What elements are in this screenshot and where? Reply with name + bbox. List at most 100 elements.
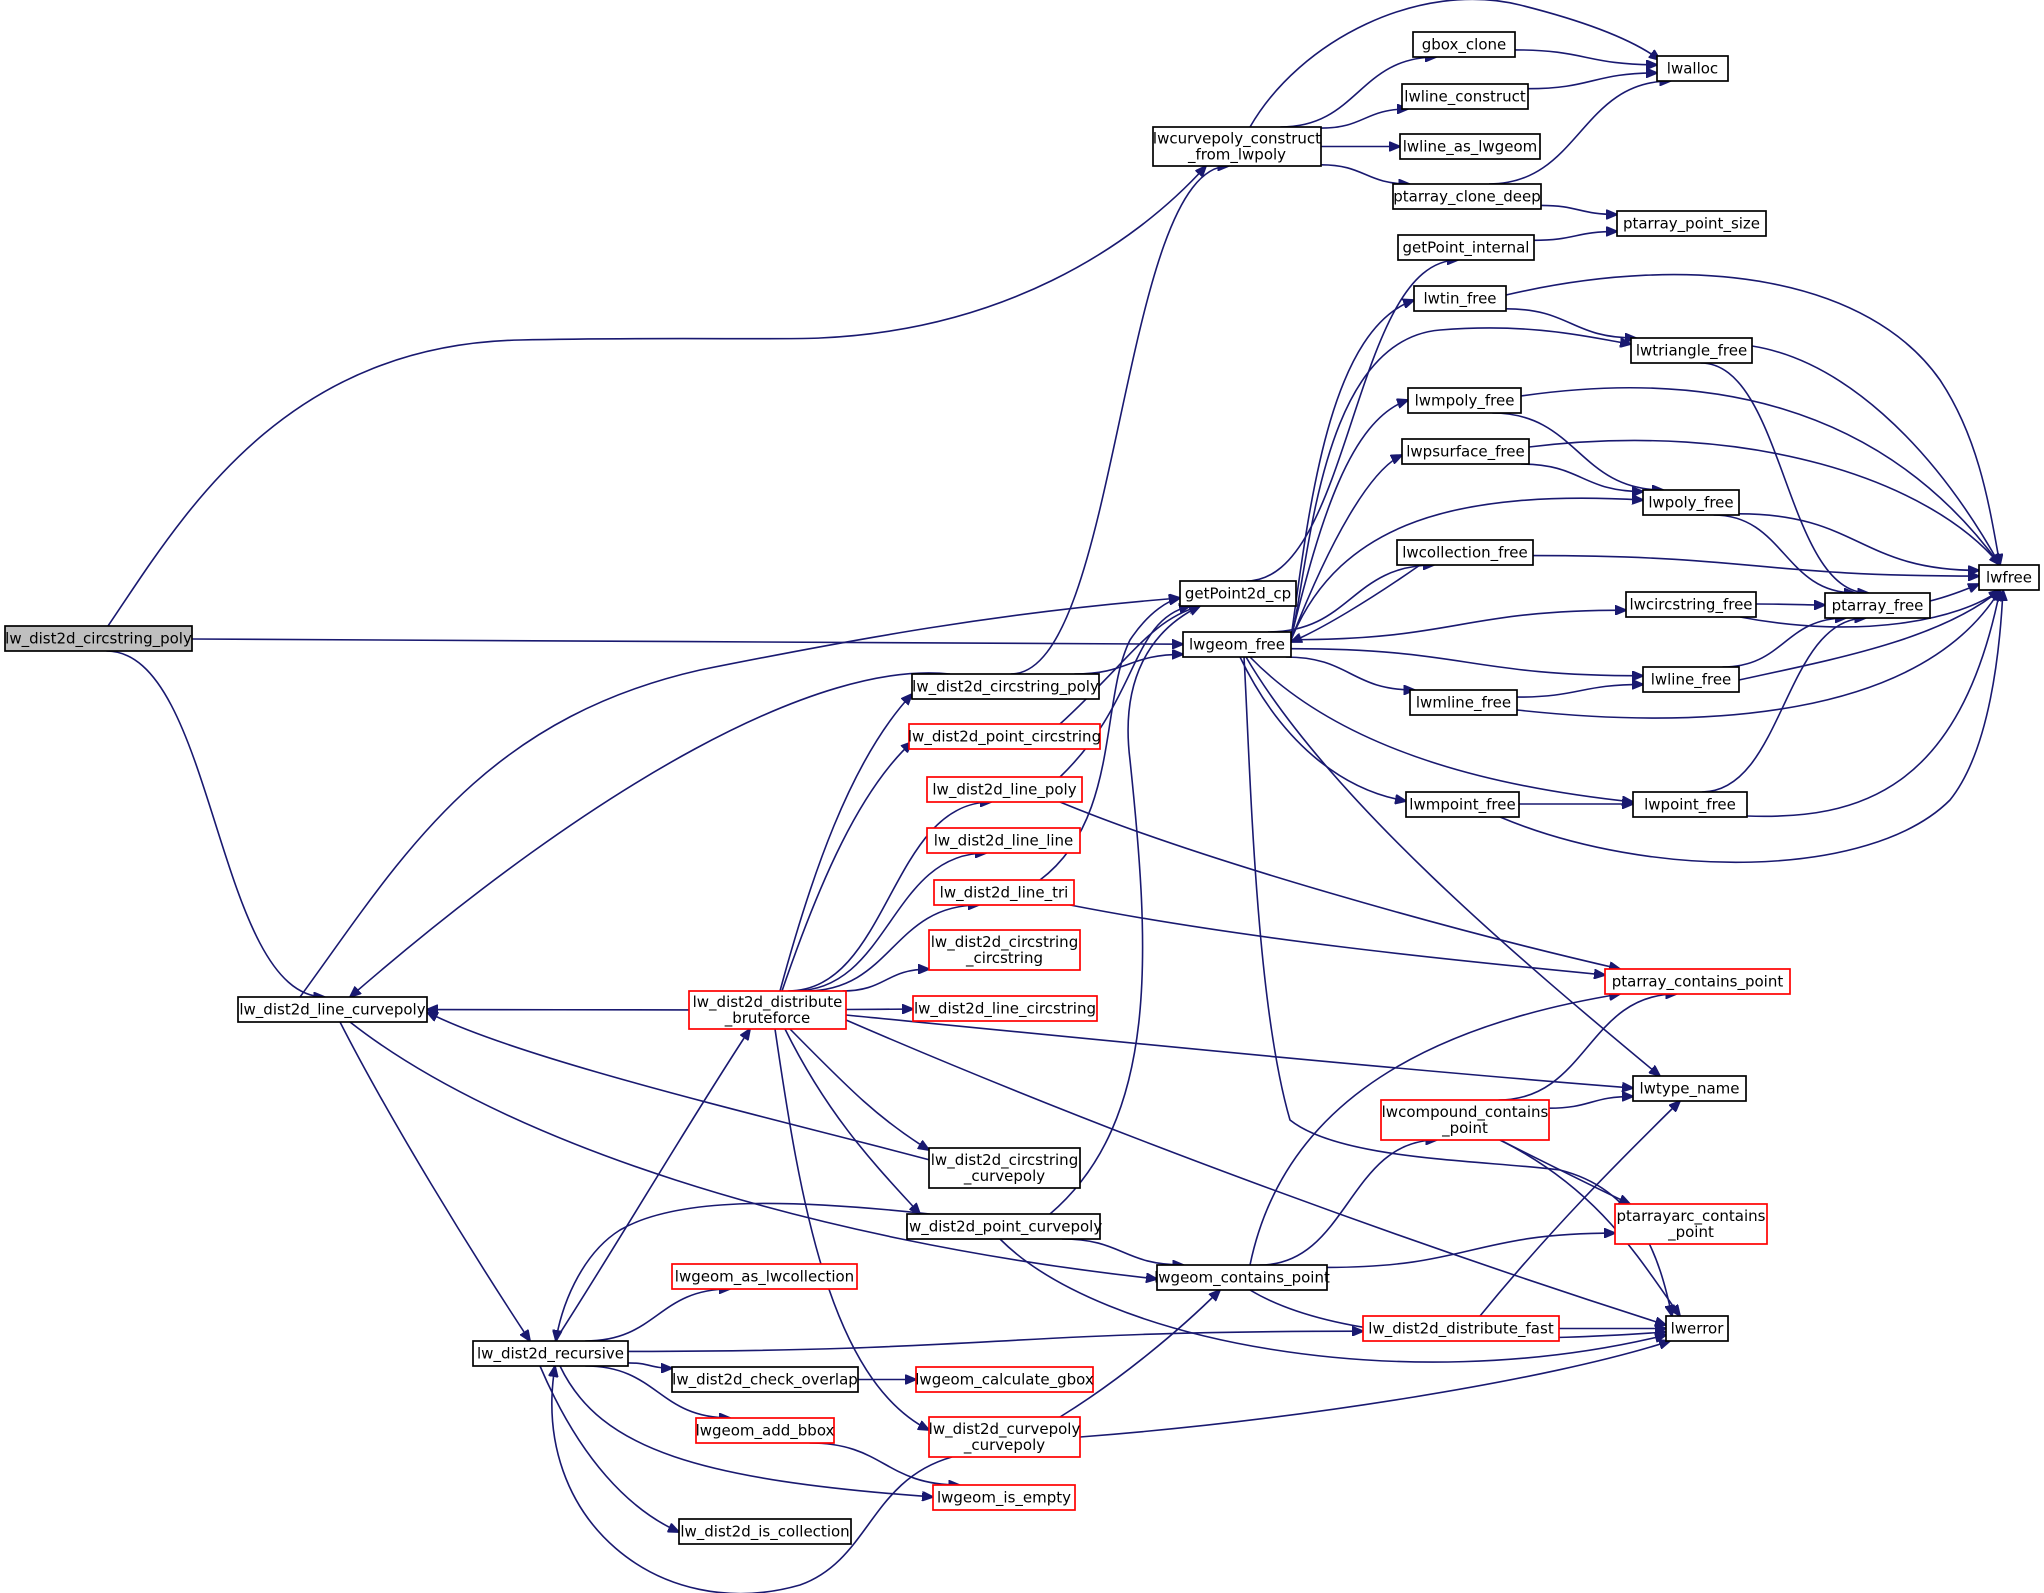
node-label: lw_dist2d_line_circstring [914, 1000, 1096, 1019]
edge-dpcp-to-rec [556, 1202, 931, 1341]
node-lw-dist2d-check-overlap[interactable]: lw_dist2d_check_overlap [671, 1366, 859, 1393]
edge-line [1079, 1341, 1670, 1438]
edge-line [1049, 606, 1200, 1215]
node-lwgeom-contains-point[interactable]: lwgeom_contains_point [1154, 1264, 1330, 1291]
edge-lcp-to-gp2 [299, 598, 1180, 998]
node-lw-dist2d-line-line[interactable]: lw_dist2d_line_line [926, 827, 1081, 854]
node-lw-dist2d-recursive[interactable]: lw_dist2d_recursive [472, 1340, 629, 1367]
edge-line [339, 1021, 530, 1341]
edge-line [427, 1012, 931, 1161]
edges-layer [106, 0, 2003, 1593]
edge-lmlf-to-lwfree [1516, 590, 2000, 719]
node-label: lw_dist2d_circstring_poly [912, 678, 1099, 697]
node-lw-dist2d-circstring-poly[interactable]: lw_dist2d_circstring_poly [911, 673, 1100, 700]
node-lwerror[interactable]: lwerror [1665, 1315, 1729, 1342]
edge-line [559, 1365, 933, 1497]
edge-dcpcp-to-lwe [1079, 1341, 1670, 1438]
node-label: lwpoly_free [1648, 494, 1733, 513]
edge-lcsf-to-lwfree [1739, 590, 2000, 628]
edge-dpcp-to-lwe [999, 1238, 1666, 1363]
edge-line [1520, 386, 2000, 565]
node-getpoint2d-cp[interactable]: getPoint2d_cp [1179, 580, 1297, 607]
node-lwpoly-free[interactable]: lwpoly_free [1642, 489, 1740, 516]
edge-line [842, 969, 930, 992]
edge-rec-to-ddf [627, 1331, 1363, 1353]
node-label: ptarray_free [1832, 597, 1924, 616]
node-lw-dist2d-circstring-curvepoly[interactable]: lw_dist2d_circstring_curvepoly [928, 1147, 1081, 1189]
node-gbox-clone[interactable]: gbox_clone [1412, 31, 1516, 58]
node-lwline-free[interactable]: lwline_free [1642, 666, 1740, 693]
edge-lpf-to-lwfree [1738, 513, 1979, 571]
node-lw-dist2d-line-poly[interactable]: lw_dist2d_line_poly [926, 776, 1083, 803]
edge-lgcp-to-lccp [1259, 1140, 1437, 1266]
node-ptarrayarc-contains-point[interactable]: ptarrayarc_contains_point [1614, 1203, 1768, 1245]
node-lwalloc[interactable]: lwalloc [1656, 55, 1729, 82]
node-lw-dist2d-line-tri[interactable]: lw_dist2d_line_tri [933, 879, 1075, 906]
node-lwcurvepoly-construct-from-lwpoly[interactable]: lwcurvepoly_construct_from_lwpoly [1152, 126, 1322, 167]
edge-ddb-to-dpcp [784, 1028, 920, 1214]
node-ptarray-point-size[interactable]: ptarray_point_size [1616, 210, 1767, 237]
node-box [1642, 489, 1740, 516]
edge-line [106, 650, 324, 997]
node-lwtriangle-free[interactable]: lwtriangle_free [1630, 337, 1753, 364]
node-lw-dist2d-point-curvepoly[interactable]: lw_dist2d_point_curvepoly [905, 1213, 1103, 1240]
node-lwtin-free[interactable]: lwtin_free [1413, 285, 1507, 312]
node-lwmline-free[interactable]: lwmline_free [1409, 689, 1518, 716]
node-box [928, 1416, 1081, 1458]
node-ptarray-contains-point[interactable]: ptarray_contains_point [1604, 968, 1791, 995]
node-lw-dist2d-line-circstring[interactable]: lw_dist2d_line_circstring [912, 995, 1098, 1022]
edge-line [1290, 400, 1408, 639]
edge-line [1540, 204, 1617, 214]
node-lwgeom-free[interactable]: lwgeom_free [1182, 631, 1292, 658]
node-lwgeom-calculate-gbox[interactable]: lwgeom_calculate_gbox [915, 1366, 1094, 1393]
edge-line [1755, 604, 1825, 605]
edge-line [627, 1362, 672, 1368]
node-ptarray-clone-deep[interactable]: ptarray_clone_deep [1392, 183, 1542, 210]
node-lw-dist2d-line-curvepoly[interactable]: lw_dist2d_line_curvepoly [237, 996, 428, 1023]
node-lwline-as-lwgeom[interactable]: lwline_as_lwgeom [1399, 133, 1541, 160]
edge-line [1069, 904, 1605, 975]
node-box [908, 723, 1101, 750]
edge-pacd-to-paps [1540, 204, 1617, 214]
node-label: _bruteforce [724, 1009, 811, 1028]
node-label: lw_dist2d_line_curvepoly [239, 1001, 425, 1020]
edge-dcp-to-ccfl [1010, 166, 1229, 675]
edge-ccfl-to-lwa [1249, 0, 1660, 128]
node-lwpsurface-free[interactable]: lwpsurface_free [1401, 438, 1530, 465]
node-lw-dist2d-distribute-bruteforce[interactable]: lw_dist2d_distribute_bruteforce [688, 990, 847, 1030]
node-lwgeom-is-empty[interactable]: lwgeom_is_empty [932, 1484, 1076, 1511]
node-lwcircstring-free[interactable]: lwcircstring_free [1625, 591, 1757, 618]
node-lwtype-name[interactable]: lwtype_name [1632, 1075, 1747, 1102]
node-lw-dist2d-curvepoly-curvepoly[interactable]: lw_dist2d_curvepoly_curvepoly [928, 1416, 1081, 1458]
edge-line [554, 1029, 750, 1342]
edge-line [1499, 1139, 1680, 1316]
node-box [4, 625, 193, 652]
node-label: lwfree [1986, 569, 2032, 587]
node-box [695, 1417, 835, 1444]
edge-lcolf-to-lwfree [1532, 554, 1979, 577]
node-lwmpoly-free[interactable]: lwmpoly_free [1407, 387, 1522, 414]
node-box [926, 827, 1081, 854]
edge-lgf-to-lmptf [1239, 656, 1406, 801]
node-box [1380, 1099, 1550, 1141]
node-lw-dist2d-circstring-circstring[interactable]: lw_dist2d_circstring_circstring [928, 929, 1081, 971]
edge-lgf-to-lptf [1249, 656, 1633, 802]
edge-lgf-to-lmpf [1290, 400, 1408, 639]
node-ptarray-free[interactable]: ptarray_free [1824, 592, 1931, 619]
edge-line [556, 1202, 931, 1341]
node-lwline-construct[interactable]: lwline_construct [1401, 83, 1529, 110]
node-lwmpoint-free[interactable]: lwmpoint_free [1405, 791, 1520, 818]
node-box [1665, 1315, 1729, 1342]
node-lw-dist2d-distribute-fast[interactable]: lw_dist2d_distribute_fast [1362, 1315, 1560, 1342]
edge-line [999, 1238, 1666, 1363]
node-lwcollection-free[interactable]: lwcollection_free [1396, 539, 1534, 566]
node-lwfree[interactable]: lwfree [1978, 564, 2040, 591]
node-lwgeom-as-lwcollection[interactable]: lwgeom_as_lwcollection [671, 1263, 858, 1290]
node-lwpoint-free[interactable]: lwpoint_free [1632, 791, 1748, 818]
node-lwcompound-contains-point[interactable]: lwcompound_contains_point [1380, 1099, 1550, 1141]
node-lwgeom-add-bbox[interactable]: lwgeom_add_bbox [695, 1417, 835, 1444]
node-lw-dist2d-is-collection[interactable]: lw_dist2d_is_collection [678, 1518, 852, 1545]
node-getpoint-internal[interactable]: getPoint_internal [1397, 234, 1535, 261]
node-lw-dist2d-point-circstring[interactable]: lw_dist2d_point_circstring [908, 723, 1101, 750]
edge-rec-to-lgie [559, 1365, 933, 1497]
